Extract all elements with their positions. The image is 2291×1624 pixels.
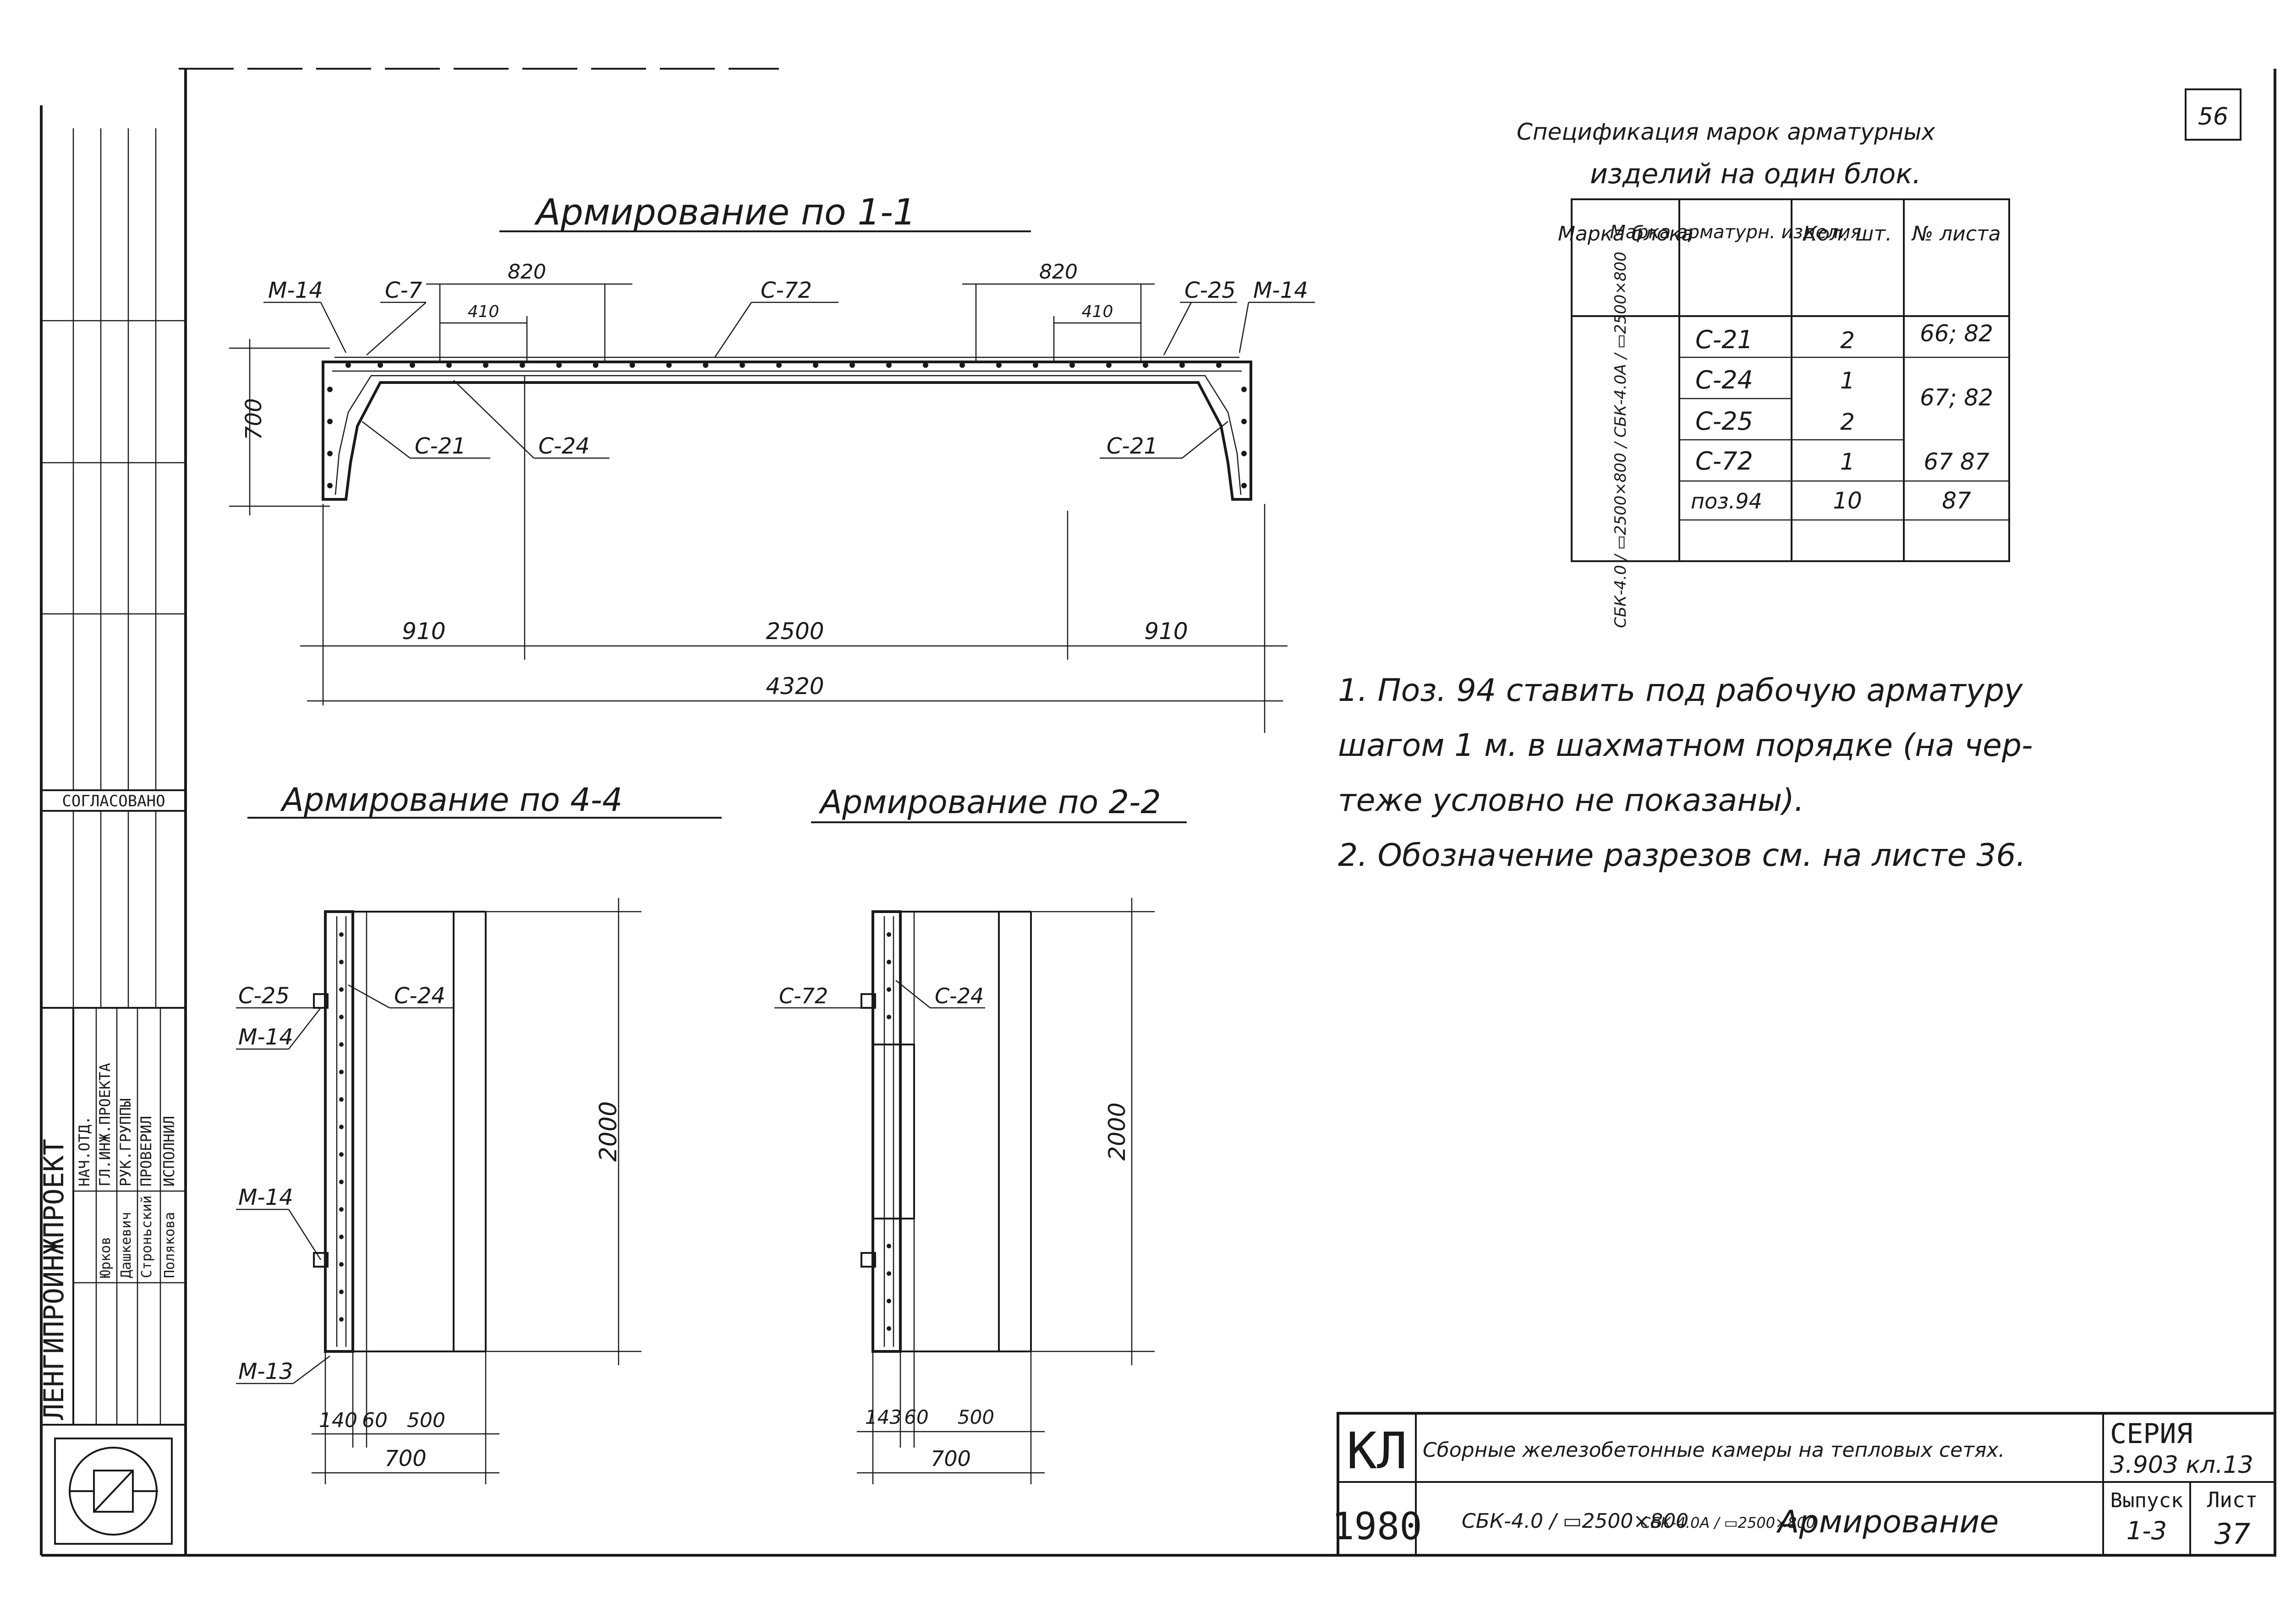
section-2-2: Армирование по 2-2 2000 143 60 500 700 [774,783,1187,1484]
tb-issue-value: 1-3 [2127,1516,2167,1545]
mark-c25-top: С-25 [1184,278,1236,303]
name-4: Полякова [162,1212,178,1279]
spec-block-name: СБК-4.0 / ▭2500×800 / СБК-4.0А / ▭2500×8… [1611,252,1630,628]
role-5: ИСПОЛНИЛ [160,1116,178,1187]
spec-row1-sheet: 66; 82 [1920,320,1993,347]
mark-c7x: С-7 [385,278,422,303]
mark-m14-right: М-14 [1253,278,1308,303]
dim-910-right: 910 [1144,618,1188,645]
spec-title-line2: изделий на один блок. [1590,158,1921,190]
spec-row1-item: С-21 [1695,325,1753,354]
spec-row2-qty: 1 [1840,367,1855,394]
spec-row2-item: С-24 [1695,366,1753,394]
note-1-line1: 1. Поз. 94 ставить под рабочую арматуру [1338,673,2023,709]
dim-2500: 2500 [766,618,824,645]
name-2: Дашкевич [118,1212,134,1279]
name-3: Строньский [139,1195,155,1278]
mark-c24: С-24 [538,433,590,459]
page-number-box [2185,88,2242,141]
spec-row4-qty: 1 [1840,448,1855,475]
dim-4320: 4320 [766,673,824,700]
section-4-4: Армирование по 4-4 2000 140 60 [236,781,722,1484]
dim-820-left: 820 [508,260,546,284]
left-stamp: СОГЛАСОВАНО ЛЕНГИПРОИНЖПРОЕКТ НАЧ.ОТД. Г… [38,128,186,1545]
mark-c25-s44: С-25 [238,983,290,1009]
role-1: НАЧ.ОТД. [76,1116,93,1187]
tb-series-label: СЕРИЯ [2110,1418,2193,1450]
dim-60-s22: 60 [904,1406,928,1428]
spec-row4-item: С-72 [1695,447,1753,476]
dim-140-s44: 140 [319,1409,357,1432]
dim-410-right: 410 [1082,302,1113,321]
dim-410-left: 410 [468,302,499,321]
mark-c72-s22: С-72 [779,984,828,1008]
mark-c24-s44: С-24 [394,983,445,1009]
spec-header-block: Марка блока [1558,222,1694,246]
mark-m13-s44: М-13 [238,1359,293,1384]
dim-700-vertical: 700 [241,398,267,440]
notes: 1. Поз. 94 ставить под рабочую арматуру … [1338,673,2033,874]
spec-row5-qty: 10 [1833,487,1862,514]
spec-row3-qty: 2 [1840,409,1855,435]
name-1: Юрков [98,1237,114,1278]
dim-2000-s22: 2000 [1104,1102,1130,1160]
tb-sheet-value: 37 [2214,1517,2251,1551]
mark-c24-s22: С-24 [935,984,984,1008]
role-4: ПРОВЕРИЛ [137,1116,155,1187]
tb-issue-label: Выпуск [2110,1489,2183,1512]
section-1-1: Армирование по 1-1 700 820 [229,192,1315,733]
spec-row5-sheet: 87 [1942,487,1971,514]
section-2-2-title: Армирование по 2-2 [818,783,1161,821]
spec-table: Спецификация марок арматурных изделий на… [1517,119,2010,628]
spec-row4-sheet: 67 87 [1924,448,1989,475]
spec-header-sheet: № листа [1911,222,2001,246]
spec-row3-item: С-25 [1695,407,1753,436]
title-block: КЛ 1980 Сборные железобетонные камеры на… [1332,1412,2276,1557]
note-1-line3: теже условно не показаны). [1338,782,1804,819]
dim-820-right: 820 [1039,260,1078,284]
note-2: 2. Обозначение разрезов см. на листе 36. [1338,837,2026,874]
spec-title-line1: Спецификация марок арматурных [1517,119,1935,145]
mark-c21-right: С-21 [1107,433,1158,459]
org-logo [54,1438,173,1545]
tb-description: Сборные железобетонные камеры на тепловы… [1423,1438,2005,1462]
dim-500-s44: 500 [407,1409,445,1432]
spec-row2-sheet: 67; 82 [1920,384,1993,411]
mark-m14-s44-top: М-14 [238,1024,293,1050]
note-1-line2: шагом 1 м. в шахматном порядке (на чер- [1338,727,2033,764]
section-4-4-title: Армирование по 4-4 [280,781,623,819]
mark-m14-s44-bottom: М-14 [238,1185,293,1210]
page-number: 56 [2198,103,2228,131]
tb-drawing-b: СБК-4.0А / ▭2500×800 [1640,1514,1815,1531]
role-2: ГЛ.ИНЖ.ПРОЕКТА [96,1063,114,1187]
section-1-1-title: Армирование по 1-1 [534,192,916,233]
spec-header-qty: Кол. шт. [1803,222,1892,246]
dim-143-s22: 143 [865,1406,902,1428]
tb-year: 1980 [1332,1505,1422,1548]
tb-drawing-a: СБК-4.0 / ▭2500×800 [1462,1509,1688,1533]
dim-700-s44: 700 [384,1446,427,1471]
org-name: ЛЕНГИПРОИНЖПРОЕКТ [38,1139,70,1420]
mark-c72-top: С-72 [761,278,812,303]
role-3: РУК.ГРУППЫ [117,1098,134,1187]
dim-910-left: 910 [402,618,445,645]
tb-series-value: 3.903 кл.13 [2110,1451,2253,1479]
tb-drawing-word: Армирование [1776,1504,1999,1540]
mark-m14-left: М-14 [268,278,323,303]
mark-c21-left: С-21 [415,433,466,459]
spec-header-item: Марка арматурн. изделия [1610,222,1862,243]
dim-2000-s44: 2000 [595,1101,622,1162]
agreed-label: СОГЛАСОВАНО [62,792,165,810]
dim-700-s22: 700 [931,1446,971,1471]
spec-row1-qty: 2 [1840,327,1855,354]
tb-sheet-label: Лист [2207,1487,2258,1512]
dim-60-s44: 60 [362,1409,388,1432]
spec-row5-item: поз.94 [1691,489,1762,514]
dim-500-s22: 500 [958,1406,994,1428]
tb-code: КЛ [1347,1422,1407,1480]
